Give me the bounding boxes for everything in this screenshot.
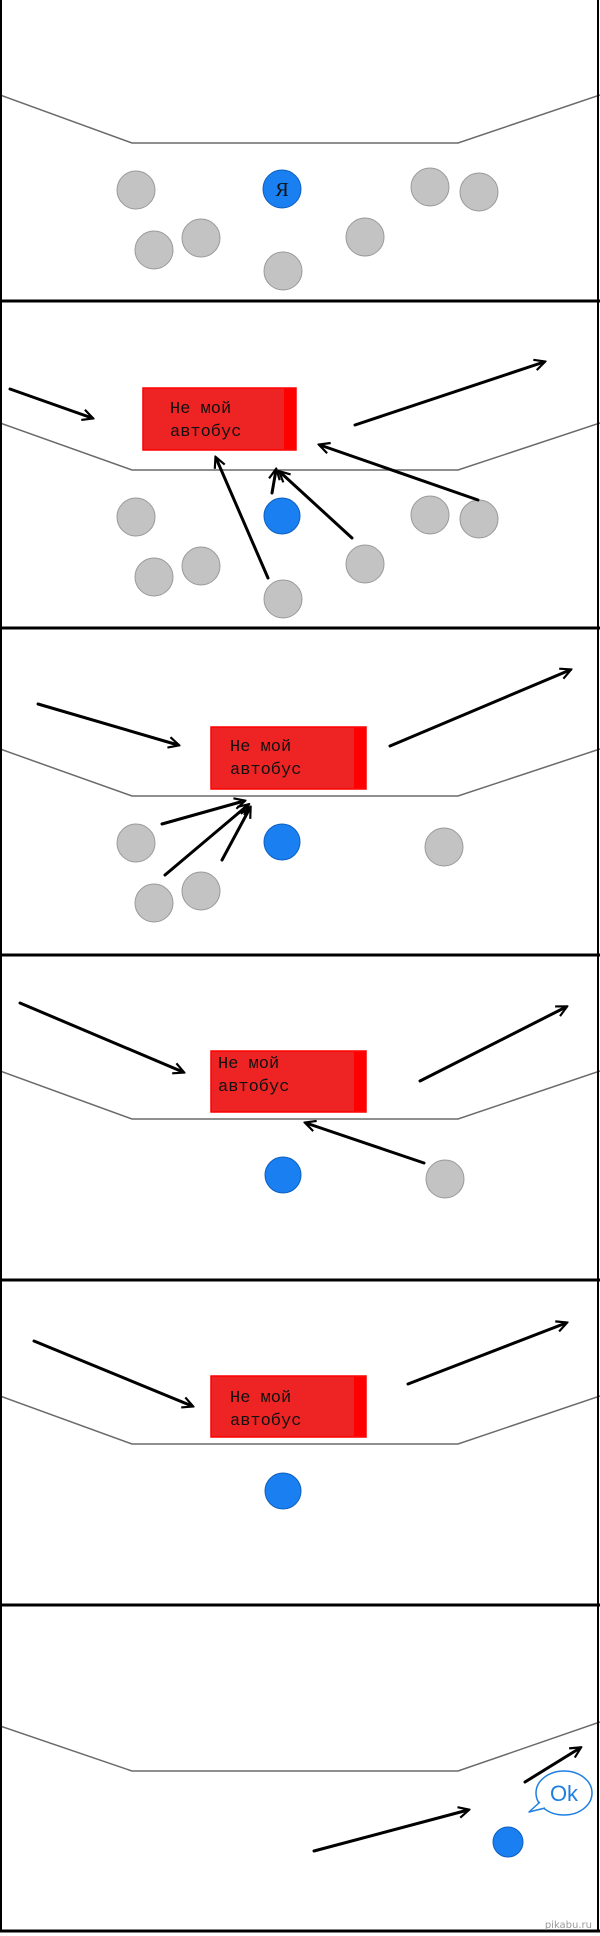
crowd-rush-arrow [272,470,276,495]
bus [210,1375,367,1438]
watermark: pikabu.ru [545,1920,592,1931]
me-dot [264,1156,302,1194]
person [425,1159,465,1199]
crowd-rush-arrow [280,472,354,540]
crowd-rush-arrow [320,445,480,502]
person [181,546,221,586]
bus-stop-curb [0,94,600,144]
person [116,823,156,863]
me-dot [262,169,302,209]
panel-2: Не мой автобус [0,362,600,619]
bus-rear [284,389,296,449]
person [134,557,174,597]
person [424,827,464,867]
person [263,579,303,619]
bus-rear [354,1377,366,1436]
person [345,217,385,257]
bus-stop-curb [0,1395,600,1445]
panel-6: Ok [0,1721,600,1858]
crowd-rush-arrow [220,808,250,862]
bus-label-line-2: автобус [230,1412,301,1431]
bus-departure-arrow [388,670,570,748]
crowd-rush-arrow [216,458,270,580]
person [410,167,450,207]
bus-arrival-arrow [8,387,92,418]
speech-text: Ok [550,1781,579,1806]
bus-label-line-1: Не мой [230,738,291,757]
person [116,497,156,537]
person [116,170,156,210]
bus-departure-arrow [406,1323,566,1386]
bus-label-line-1: Не мой [230,1389,291,1408]
person [181,218,221,258]
bus-departure-arrow [353,362,544,427]
panel-1: Я [0,94,600,291]
bus [142,387,297,451]
panel-3: Не мой автобус [0,670,600,923]
bus-label-line-2: автобус [218,1078,289,1097]
person [459,499,499,539]
departure-arrow [523,1748,580,1784]
bus-label-line-2: автобус [170,423,241,442]
walk-arrow [312,1810,468,1853]
bus-stop-curb [0,422,600,471]
bus-rear [354,1052,366,1111]
bus-rear [354,728,366,788]
person [345,544,385,584]
bus-arrival-arrow [36,702,178,745]
crowd-rush-arrow [163,805,248,877]
person [263,251,303,291]
me-dot [263,497,301,535]
person [410,495,450,535]
bus-stop-curb [0,1070,600,1120]
bus-label-line-1: Не мой [170,400,231,419]
bus-label-line-2: автобус [230,761,301,780]
panel-5: Не мой автобус [0,1323,600,1510]
panel-4: Не мой автобус [0,1001,600,1199]
bus-label-line-1: Не мой [218,1055,279,1074]
crowd-rush-arrow [306,1123,426,1165]
bus-stop-curb [0,748,600,797]
me-dot [492,1826,524,1858]
bus-stop-curb [0,1721,600,1772]
person [134,883,174,923]
person [459,172,499,212]
person [181,871,221,911]
bus-arrival-arrow [32,1339,192,1406]
speech-bubble: Ok [528,1770,593,1816]
person [134,230,174,270]
crowd-rush-arrow [160,801,244,826]
bus [210,726,367,790]
me-dot [263,823,301,861]
bus-arrival-arrow [18,1001,183,1072]
bus-departure-arrow [418,1007,566,1083]
me-label: Я [275,179,288,201]
me-dot [264,1472,302,1510]
